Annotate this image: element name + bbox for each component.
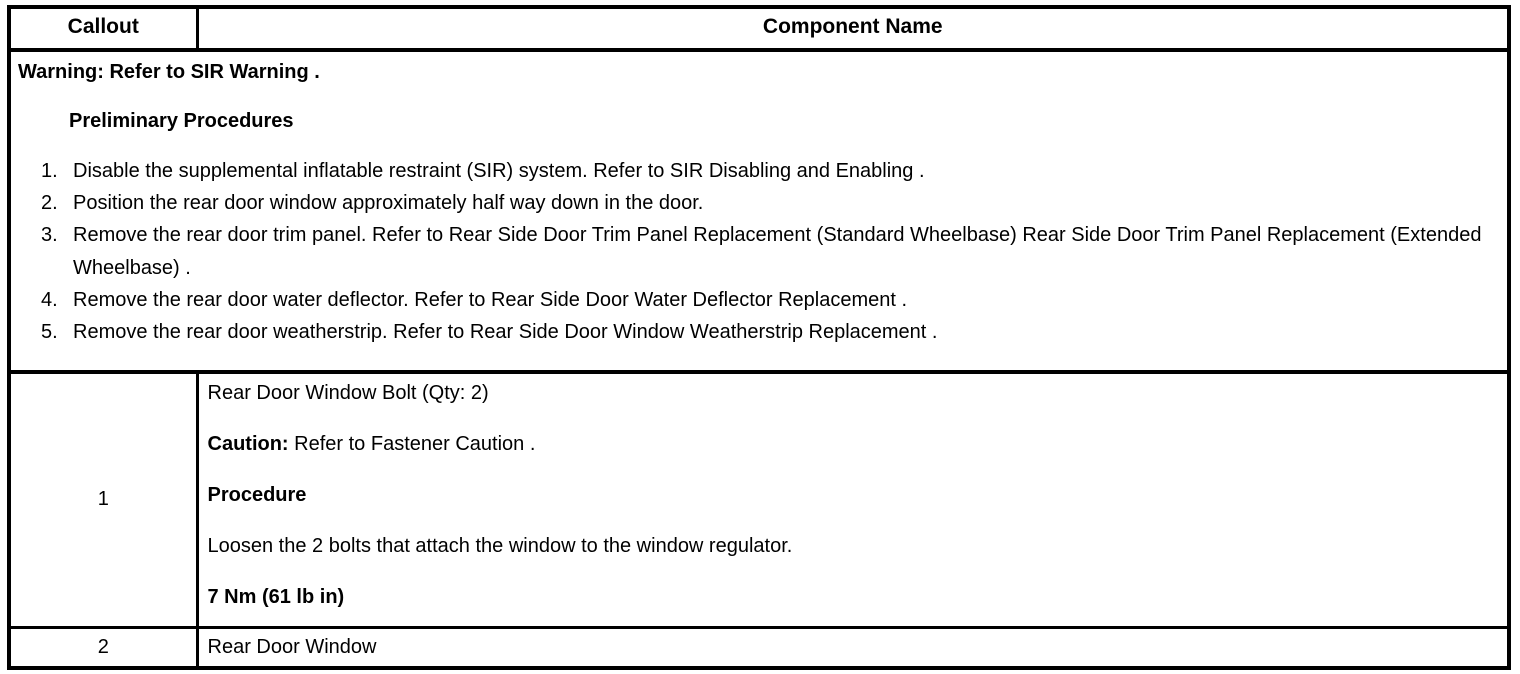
preliminary-procedures-heading: Preliminary Procedures (69, 109, 294, 132)
header-callout: Callout (9, 7, 199, 52)
list-item: 5. Remove the rear door weatherstrip. Re… (17, 316, 1501, 348)
sir-warning-text: Warning: Refer to SIR Warning . (18, 60, 320, 83)
procedure-heading: Procedure (207, 483, 307, 506)
caution-text: Refer to Fastener Caution . (288, 432, 536, 455)
step-text: Remove the rear door weatherstrip. Refer… (73, 321, 938, 344)
step-text: Remove the rear door trim panel. Refer t… (73, 224, 1482, 279)
step-text: Position the rear door window approximat… (73, 191, 704, 214)
header-component-name: Component Name (197, 7, 1509, 52)
preliminary-procedures-row: Warning: Refer to SIR Warning . Prelimin… (9, 49, 1509, 374)
torque-spec: 7 Nm (61 lb in) (207, 585, 345, 608)
table-row: 1 Rear Door Window Bolt (Qty: 2) Caution… (9, 371, 1509, 629)
component-detail-2: Rear Door Window (197, 627, 1509, 668)
list-item: 4. Remove the rear door water deflector.… (17, 284, 1501, 316)
component-callout-table: Callout Component Name Warning: Refer to… (7, 5, 1511, 670)
component-detail-1: Rear Door Window Bolt (Qty: 2) Caution: … (197, 371, 1509, 629)
caution-block: Caution: Refer to Fastener Caution . (208, 433, 1502, 456)
step-number: 1. (41, 159, 58, 182)
step-text: Disable the supplemental inflatable rest… (73, 159, 925, 182)
callout-number-1: 1 (9, 371, 199, 629)
step-number: 2. (41, 191, 58, 214)
step-number: 5. (41, 321, 58, 344)
callout-number-2: 2 (9, 627, 199, 668)
component-name-2: Rear Door Window (207, 635, 377, 658)
list-item: 1. Disable the supplemental inflatable r… (17, 155, 1501, 187)
list-item: 3. Remove the rear door trim panel. Refe… (17, 219, 1501, 284)
procedure-text: Loosen the 2 bolts that attach the windo… (207, 534, 793, 557)
list-item: 2. Position the rear door window approxi… (17, 187, 1501, 219)
table-header-row: Callout Component Name (9, 7, 1509, 52)
step-number: 3. (41, 224, 58, 247)
step-text: Remove the rear door water deflector. Re… (73, 289, 908, 312)
preliminary-steps-list: 1. Disable the supplemental inflatable r… (17, 155, 1501, 349)
component-name-1: Rear Door Window Bolt (Qty: 2) (207, 381, 489, 404)
caution-label: Caution: (207, 432, 289, 455)
table-row: 2 Rear Door Window (9, 627, 1509, 668)
step-number: 4. (41, 289, 58, 312)
preliminary-procedures-cell: Warning: Refer to SIR Warning . Prelimin… (9, 49, 1509, 374)
